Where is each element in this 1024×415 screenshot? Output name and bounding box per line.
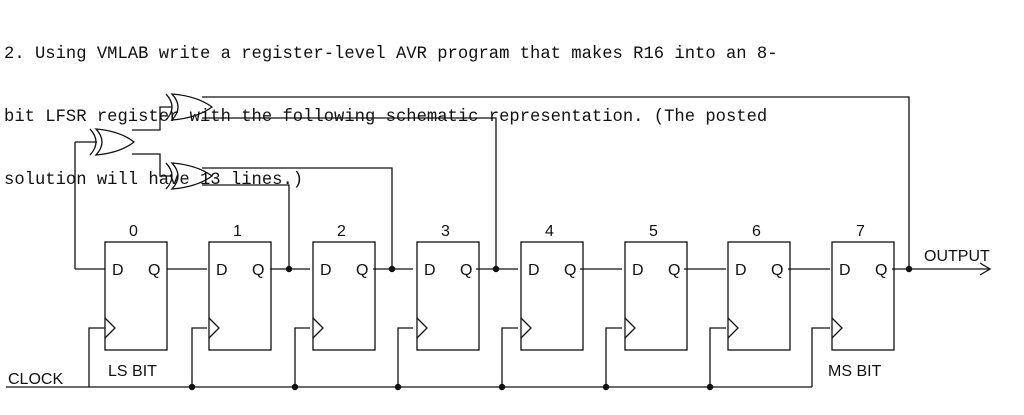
flipflop-2: 2D Q xyxy=(312,223,376,351)
flipflop-chain: 0D Q 1D Q 2D Q 3D Q 4D Q 5D Q 6D Q 7D Q xyxy=(104,223,895,351)
d-input-label: D xyxy=(735,262,747,279)
junction-dot xyxy=(388,265,396,273)
q-output-label: Q xyxy=(148,262,160,279)
clock-branch-7 xyxy=(811,327,830,387)
d-input-label: D xyxy=(112,262,124,279)
output-arrowhead xyxy=(979,262,992,276)
wire-xor-top-out xyxy=(132,106,172,131)
wire-xor-lower-out xyxy=(132,153,172,177)
ls-bit-label: LS BIT xyxy=(108,363,157,380)
clock-branch-3 xyxy=(397,327,413,387)
flipflop-box xyxy=(104,241,168,351)
tap-wire-q3 xyxy=(202,117,497,269)
shift-wires xyxy=(74,141,992,276)
clock-branch-6 xyxy=(709,327,726,387)
flipflop-1: 1D Q xyxy=(208,223,272,351)
ms-bit-label: MS BIT xyxy=(828,363,882,380)
tap-wires xyxy=(132,96,910,269)
clock-branch-4 xyxy=(501,327,518,387)
d-input-label: D xyxy=(424,262,436,279)
flipflop-index-label: 3 xyxy=(441,223,450,240)
flipflop-box xyxy=(416,241,480,351)
clock-input-triangle xyxy=(416,317,428,339)
clock-input-triangle xyxy=(520,317,532,339)
junction-dot xyxy=(905,265,913,273)
tap-wire-q1 xyxy=(202,184,290,269)
flipflop-box xyxy=(208,241,272,351)
q-output-label: Q xyxy=(356,262,368,279)
q-output-label: Q xyxy=(460,262,472,279)
d-input-label: D xyxy=(839,262,851,279)
output-label: OUTPUT xyxy=(924,248,990,265)
clock-input-triangle xyxy=(104,317,116,339)
q-output-label: Q xyxy=(252,262,264,279)
q-output-label: Q xyxy=(564,262,576,279)
flipflop-3: 3D Q xyxy=(416,223,480,351)
question-line-1: 2. Using VMLAB write a register-level AV… xyxy=(4,45,778,64)
d-input-label: D xyxy=(320,262,332,279)
flipflop-4: 4D Q xyxy=(520,223,584,351)
flipflop-7: 7D Q xyxy=(831,223,895,351)
d-input-label: D xyxy=(216,262,228,279)
xor-gate-left xyxy=(89,128,136,156)
flipflop-6: 6D Q xyxy=(727,223,791,351)
q-output-label: Q xyxy=(771,262,783,279)
flipflop-0: 0D Q xyxy=(104,223,168,351)
flipflop-box xyxy=(520,241,584,351)
flipflop-index-label: 1 xyxy=(233,223,242,240)
flipflop-index-label: 6 xyxy=(752,223,761,240)
q-output-label: Q xyxy=(668,262,680,279)
flipflop-index-label: 0 xyxy=(129,223,138,240)
flipflop-index-label: 2 xyxy=(337,223,346,240)
clock-branch-1 xyxy=(191,327,207,387)
junction-dot xyxy=(492,265,500,273)
flipflop-index-label: 4 xyxy=(545,223,554,240)
clock-input-triangle xyxy=(312,317,324,339)
clock-branch-2 xyxy=(294,327,310,387)
junction-dot xyxy=(285,265,293,273)
tap-wire-output xyxy=(202,96,910,269)
flipflop-box xyxy=(312,241,376,351)
tap-wire-q2 xyxy=(202,167,393,269)
clock-input-triangle xyxy=(208,317,220,339)
flipflop-index-label: 7 xyxy=(856,223,865,240)
xor-gate-top xyxy=(165,93,214,121)
q-output-label: Q xyxy=(875,262,887,279)
clock-branch-5 xyxy=(605,327,622,387)
flipflop-box xyxy=(624,241,688,351)
flipflop-box xyxy=(831,241,895,351)
flipflop-5: 5D Q xyxy=(624,223,688,351)
clock-input-triangle xyxy=(624,317,636,339)
flipflop-index-label: 5 xyxy=(649,223,658,240)
d-input-label: D xyxy=(632,262,644,279)
clock-bus xyxy=(6,327,830,388)
d-input-label: D xyxy=(528,262,540,279)
clock-branch-0 xyxy=(88,327,105,387)
clock-label: CLOCK xyxy=(8,371,63,388)
flipflop-box xyxy=(727,241,791,351)
clock-input-triangle xyxy=(831,317,843,339)
clock-input-triangle xyxy=(727,317,739,339)
xor-gate-lower xyxy=(165,162,214,190)
